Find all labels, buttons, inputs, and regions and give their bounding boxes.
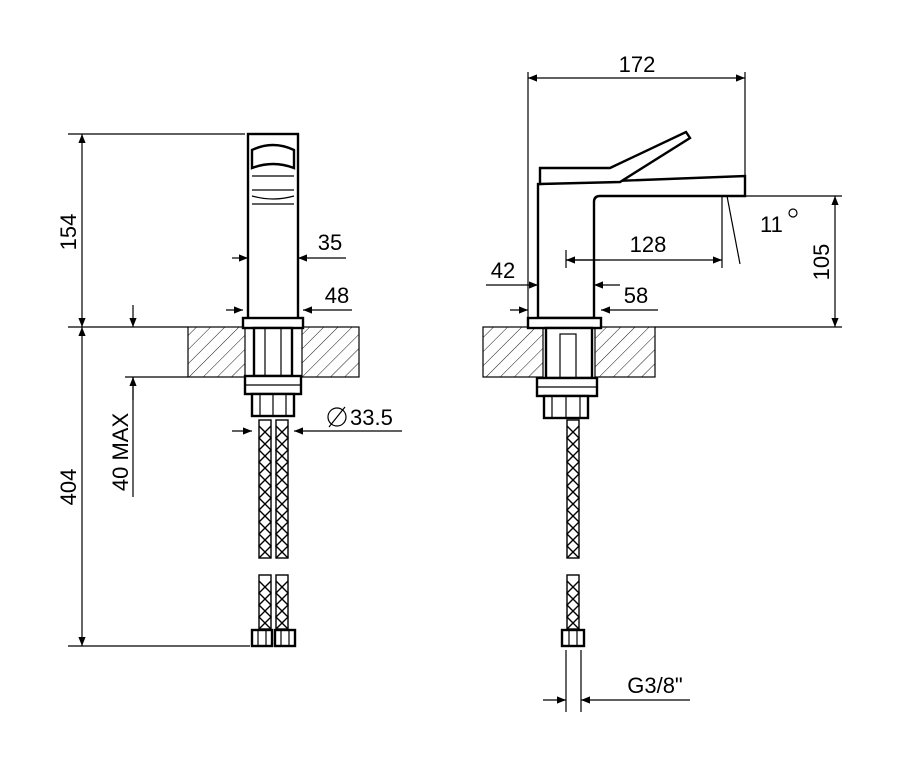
side-view: 172 128 11 105 42 58 G3/8" bbox=[482, 52, 842, 712]
dim-front-height-154: 154 bbox=[56, 214, 81, 251]
dim-front-base-48: 48 bbox=[325, 283, 349, 308]
dim-side-height-105: 105 bbox=[809, 244, 834, 281]
faucet-front-body bbox=[241, 132, 305, 330]
hoses-front bbox=[250, 419, 297, 648]
hose-side bbox=[560, 419, 586, 648]
dim-front-deck-40max: 40 MAX bbox=[108, 413, 133, 492]
dim-side-length-172: 172 bbox=[619, 52, 656, 77]
dim-front-diameter-33-5: 33.5 bbox=[350, 405, 393, 430]
countertop-side-right bbox=[594, 326, 656, 378]
countertop-right bbox=[301, 326, 360, 378]
dim-side-angle-11: 11 bbox=[760, 212, 783, 237]
dim-side-reach-128: 128 bbox=[630, 232, 667, 257]
degree-symbol-icon bbox=[788, 208, 798, 218]
front-view: 154 404 40 MAX 35 48 33.5 bbox=[56, 132, 402, 648]
dim-front-width-35: 35 bbox=[318, 230, 342, 255]
faucet-side-body bbox=[526, 130, 747, 330]
countertop-side-left bbox=[482, 326, 544, 378]
dim-front-height-404: 404 bbox=[56, 469, 81, 506]
dim-side-base-58: 58 bbox=[624, 283, 648, 308]
countertop-left bbox=[187, 326, 246, 378]
dim-side-connection-g3-8: G3/8" bbox=[627, 673, 683, 698]
diameter-icon bbox=[327, 406, 347, 428]
shank-front bbox=[243, 326, 303, 418]
shank-side bbox=[535, 326, 599, 420]
dim-side-width-42: 42 bbox=[491, 258, 515, 283]
